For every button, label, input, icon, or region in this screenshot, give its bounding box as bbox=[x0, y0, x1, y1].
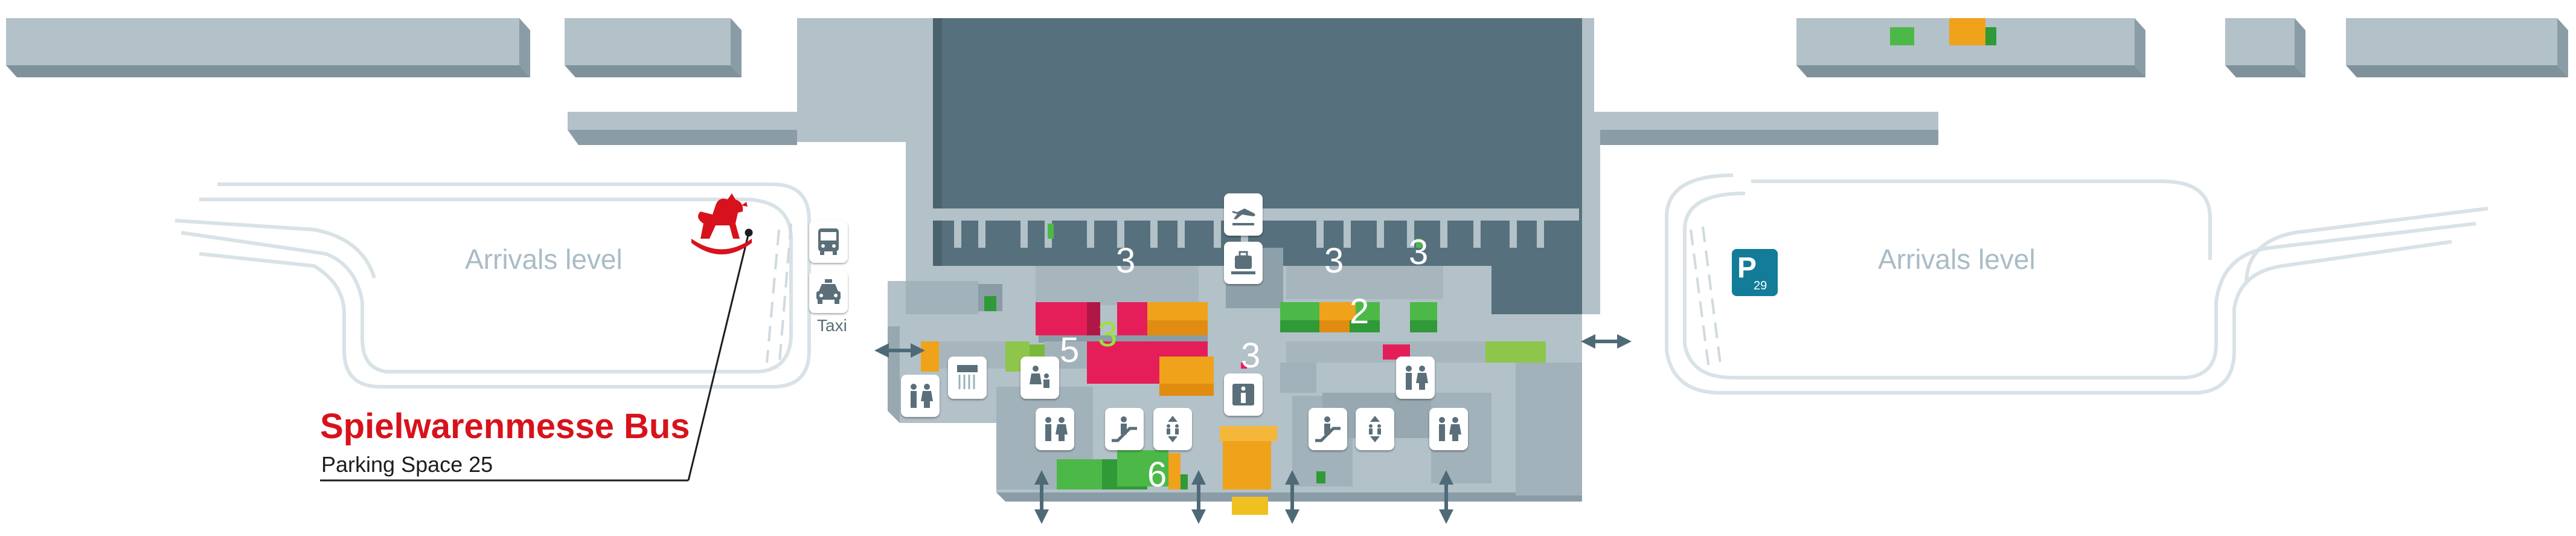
escalator-sign[interactable] bbox=[1309, 408, 1347, 450]
road-right bbox=[1665, 173, 2488, 395]
escalator-icon bbox=[1315, 416, 1341, 442]
restroom-sign[interactable] bbox=[1429, 408, 1468, 450]
escalator-sign[interactable] bbox=[1105, 408, 1144, 450]
family-room-sign[interactable] bbox=[1020, 357, 1059, 399]
restroom-icon bbox=[1045, 417, 1068, 441]
restroom-sign[interactable] bbox=[1396, 357, 1435, 399]
restroom-sign[interactable] bbox=[1036, 408, 1074, 450]
parking-icon: P bbox=[1737, 252, 1757, 284]
taxi-stand[interactable] bbox=[809, 271, 848, 313]
road-left-dashes bbox=[766, 223, 792, 369]
road-right-dashes bbox=[1690, 226, 1722, 369]
callout-title: Spielwarenmesse Bus bbox=[320, 407, 690, 446]
terminal-building bbox=[568, 18, 1938, 515]
bus-icon bbox=[818, 228, 839, 255]
bus-stop[interactable] bbox=[809, 221, 848, 263]
callout-leader bbox=[320, 228, 753, 482]
taxi-icon bbox=[816, 279, 841, 304]
elevator-icon bbox=[1369, 416, 1381, 442]
family-room-icon bbox=[1030, 366, 1049, 388]
flow-arrows bbox=[874, 334, 1632, 524]
baggage-claim-sign[interactable] bbox=[1224, 242, 1263, 284]
escalator-icon bbox=[1112, 416, 1137, 442]
taxi-label: Taxi bbox=[817, 316, 847, 335]
airplane-arrival-icon bbox=[1232, 208, 1255, 225]
area-number: 3 bbox=[1098, 315, 1118, 354]
parking-29[interactable]: P 29 bbox=[1732, 249, 1778, 296]
arrivals-sign[interactable] bbox=[1224, 193, 1263, 236]
area-number: 3 bbox=[1409, 233, 1429, 272]
rocking-horse-logo-icon bbox=[691, 193, 752, 254]
information-desk[interactable] bbox=[1224, 373, 1263, 416]
shower-sign[interactable] bbox=[948, 357, 987, 399]
elevator-sign[interactable] bbox=[1356, 408, 1394, 450]
baggage-claim-icon bbox=[1231, 251, 1255, 274]
restroom-sign[interactable] bbox=[901, 375, 940, 417]
elevator-sign[interactable] bbox=[1153, 408, 1192, 450]
area-number: 5 bbox=[1060, 331, 1080, 370]
arrivals-level-label-left: Arrivals level bbox=[465, 244, 623, 275]
parking-number: 29 bbox=[1754, 279, 1767, 292]
arrivals-level-label-right: Arrivals level bbox=[1878, 244, 2036, 275]
area-number: 3 bbox=[1241, 336, 1261, 375]
area-number: 6 bbox=[1147, 455, 1167, 494]
area-number: 3 bbox=[1116, 241, 1136, 280]
callout-subtitle: Parking Space 25 bbox=[321, 452, 493, 477]
background-buildings bbox=[6, 18, 2568, 77]
shower-icon bbox=[957, 365, 978, 389]
area-number: 2 bbox=[1350, 292, 1370, 331]
restroom-icon bbox=[1406, 366, 1428, 390]
restroom-icon bbox=[911, 384, 933, 408]
elevator-icon bbox=[1167, 416, 1179, 442]
road-left bbox=[175, 182, 811, 389]
area-number: 3 bbox=[1324, 241, 1344, 280]
restroom-icon bbox=[1439, 417, 1461, 441]
information-icon bbox=[1232, 384, 1254, 405]
